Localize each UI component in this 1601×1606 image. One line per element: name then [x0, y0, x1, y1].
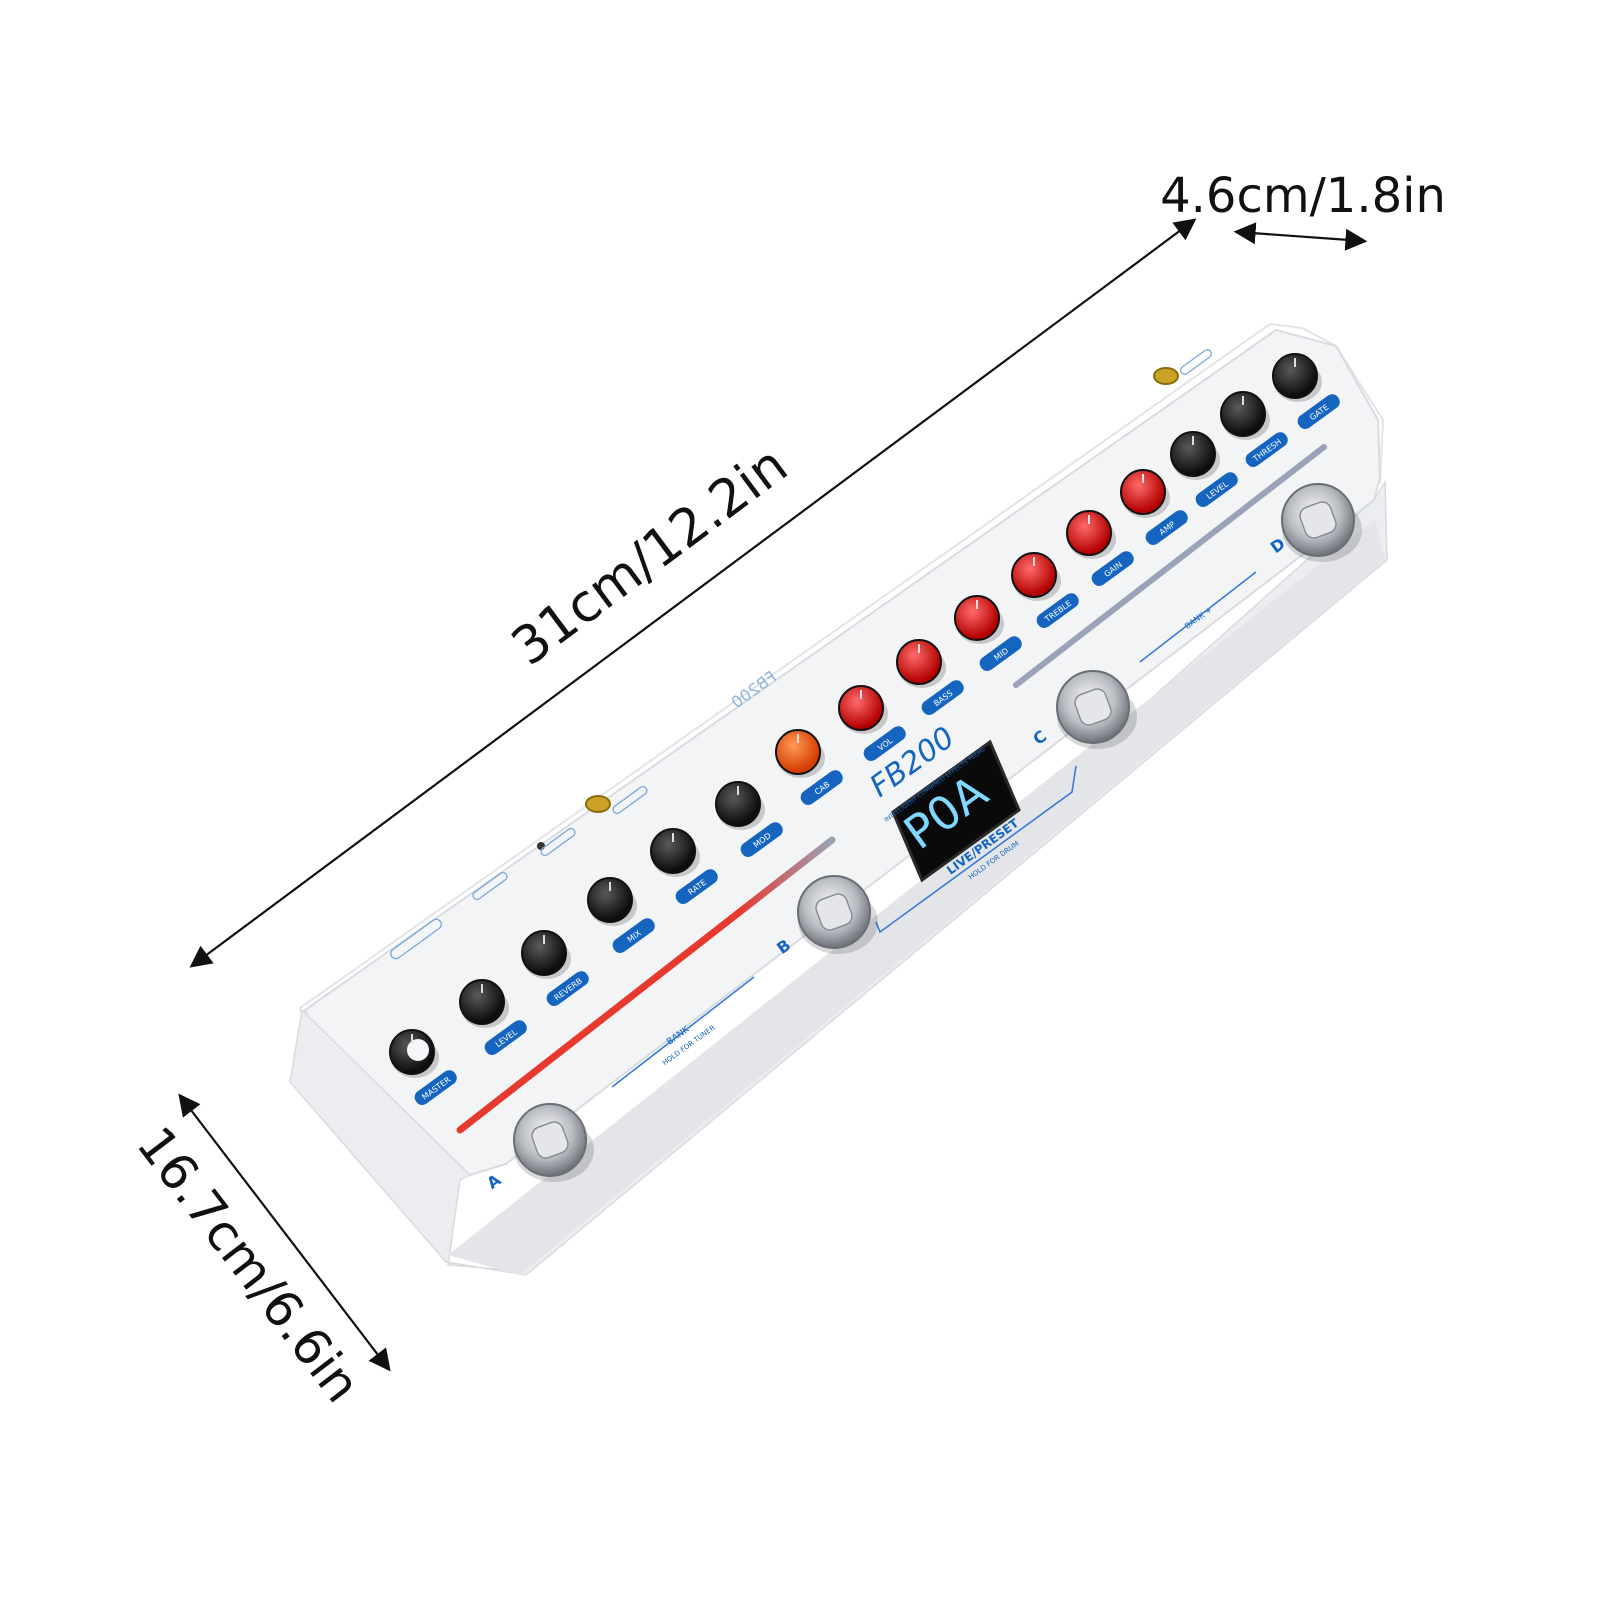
knob-label-vol: VOL	[863, 726, 906, 761]
width-dimension-label: 16.7cm/6.6in	[125, 1116, 371, 1413]
knob-mod[interactable]	[715, 781, 765, 830]
knob-amp[interactable]	[1120, 469, 1170, 518]
led-strip-left	[456, 836, 836, 1134]
knob-mid[interactable]	[954, 595, 1004, 644]
knob-thresh[interactable]	[1220, 391, 1270, 440]
footswitch-d[interactable]	[1281, 483, 1362, 562]
knob-cab[interactable]	[775, 729, 825, 778]
footswitch-b[interactable]	[797, 875, 878, 954]
footswitch-c[interactable]	[1056, 670, 1137, 749]
knob-level[interactable]	[459, 979, 509, 1028]
knob-level[interactable]	[1170, 431, 1220, 480]
knob-master[interactable]	[389, 1029, 439, 1078]
jack-gold	[1153, 367, 1179, 385]
led-strip-right	[1013, 444, 1327, 688]
jack-hole	[537, 842, 545, 850]
knob-vol[interactable]	[838, 685, 888, 734]
jack-gold	[585, 795, 611, 813]
pedal-body	[289, 322, 1388, 1276]
height-dimension-label: 4.6cm/1.8in	[1160, 168, 1446, 224]
footswitch-label-a: A	[483, 1170, 505, 1193]
knob-treble[interactable]	[1011, 552, 1061, 601]
footswitch-a[interactable]	[513, 1103, 594, 1182]
knob-label-mix: MIX	[612, 918, 655, 953]
length-dimension-arrow	[189, 218, 1197, 968]
height-dimension-arrow	[1233, 222, 1368, 251]
knob-label-amp: AMP	[1145, 510, 1188, 545]
knob-rate[interactable]	[650, 828, 700, 877]
knob-bass[interactable]	[896, 639, 946, 688]
knob-gate[interactable]	[1272, 353, 1322, 402]
knob-mix[interactable]	[587, 877, 637, 926]
knob-reverb[interactable]	[521, 930, 571, 979]
length-dimension-label: 31cm/12.2in	[501, 435, 799, 678]
knob-label-mid: MID	[979, 636, 1022, 671]
knob-row: MASTERLEVELREVERBMIXRATEMODCABVOLBASSMID…	[389, 353, 1340, 1105]
knob-label-cab: CAB	[800, 770, 843, 805]
width-dimension-arrow	[178, 1093, 391, 1372]
knob-gain[interactable]	[1066, 510, 1116, 559]
